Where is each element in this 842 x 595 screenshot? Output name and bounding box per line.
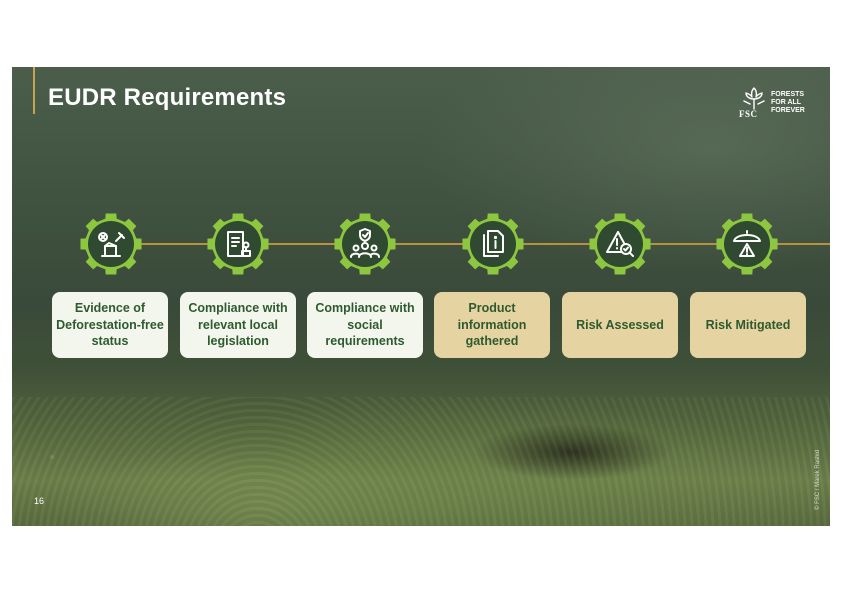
- step-3-badge: [332, 211, 398, 277]
- people-shield-icon: [334, 213, 396, 275]
- slogan-line-1: FORESTS: [771, 91, 805, 98]
- step-label-2: Compliance with relevant local legislati…: [188, 301, 288, 349]
- document-info-icon: [462, 213, 524, 275]
- step-card-6: Risk Mitigated: [690, 292, 806, 358]
- step-card-4: Product information gathered: [434, 292, 550, 358]
- title-accent-line: [33, 67, 35, 114]
- fsc-logo: FSC FORESTS FOR ALL FOREVER: [738, 87, 810, 121]
- step-2-badge: [205, 211, 271, 277]
- step-label-1: Evidence of Deforestation-free status: [56, 301, 164, 349]
- step-card-1: Evidence of Deforestation-free status: [52, 292, 168, 358]
- step-label-3: Compliance with social requirements: [315, 301, 415, 349]
- tree-stump-x-icon: [80, 213, 142, 275]
- step-1-badge: [78, 211, 144, 277]
- slogan-line-2: FOR ALL: [771, 99, 802, 106]
- step-card-2: Compliance with relevant local legislati…: [180, 292, 296, 358]
- slide-title: EUDR Requirements: [48, 84, 287, 111]
- page-number: 16: [34, 496, 45, 506]
- step-label-5: Risk Assessed: [576, 317, 664, 332]
- slogan-line-3: FOREVER: [771, 107, 805, 114]
- moss-foreground: [12, 397, 830, 526]
- fsc-slogan: FORESTS FOR ALL FOREVER: [771, 91, 811, 115]
- step-5-badge: [587, 211, 653, 277]
- warning-magnifier-icon: [589, 213, 651, 275]
- step-card-3: Compliance with social requirements: [307, 292, 423, 358]
- umbrella-warning-icon: [716, 213, 778, 275]
- photo-credit: © FSC / Marek Rashid: [815, 449, 821, 510]
- fsc-wordmark: FSC: [739, 109, 758, 119]
- fsc-tree-icon: [743, 87, 765, 110]
- step-label-4: Product information gathered: [457, 301, 527, 349]
- step-6-badge: [714, 211, 780, 277]
- step-4-badge: [460, 211, 526, 277]
- legal-document-stamp-icon: [207, 213, 269, 275]
- step-label-6: Risk Mitigated: [705, 317, 791, 332]
- step-card-5: Risk Assessed: [562, 292, 678, 358]
